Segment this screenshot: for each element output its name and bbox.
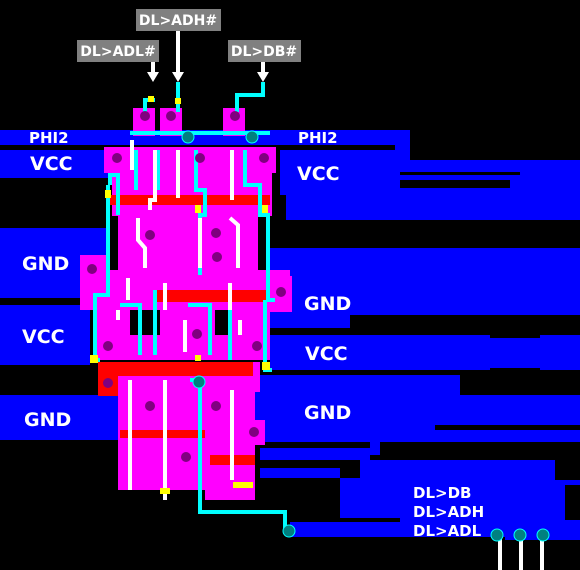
- label-phi2-right: PHI2: [298, 129, 338, 147]
- label-gnd-right-1: GND: [304, 293, 351, 315]
- label-vcc-left-1: VCC: [30, 153, 73, 175]
- metal-gaps: [0, 145, 580, 520]
- input-tag-db: DL>DB#: [228, 40, 301, 62]
- overlap-highlights: [90, 96, 270, 494]
- label-output-db: DL>DB: [413, 484, 471, 502]
- label-output-adl: DL>ADL: [413, 522, 482, 540]
- label-vcc-right-1: VCC: [297, 163, 340, 185]
- label-gnd-right-2: GND: [304, 402, 351, 424]
- contact-layer: [87, 111, 286, 462]
- label-phi2-left: PHI2: [29, 129, 69, 147]
- input-tag-adh: DL>ADH#: [136, 9, 221, 31]
- input-tag-adl: DL>ADL#: [77, 40, 159, 62]
- label-gnd-left-1: GND: [22, 253, 69, 275]
- label-vcc-left-2: VCC: [22, 326, 65, 348]
- label-vcc-right-2: VCC: [305, 343, 348, 365]
- svg-text:DL>DB#: DL>DB#: [231, 44, 297, 60]
- via-layer: [181, 130, 550, 542]
- label-output-adh: DL>ADH: [413, 503, 484, 521]
- arrowheads: [147, 72, 269, 82]
- label-gnd-left-2: GND: [24, 409, 71, 431]
- svg-text:DL>ADL#: DL>ADL#: [80, 44, 155, 60]
- diffusion-layer: [80, 108, 292, 500]
- svg-text:DL>ADH#: DL>ADH#: [139, 13, 217, 29]
